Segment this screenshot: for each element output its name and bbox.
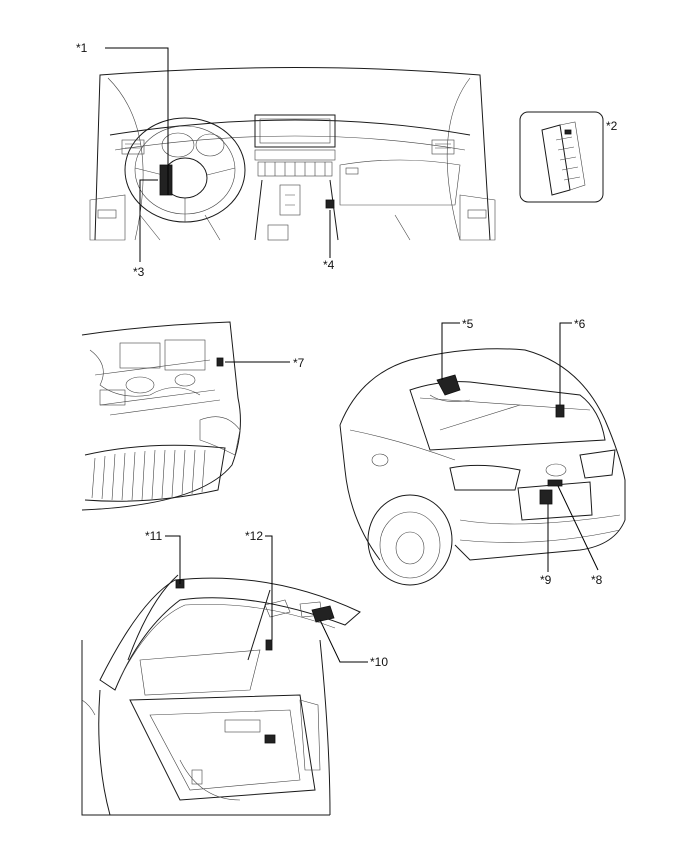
callout-5: *5 bbox=[462, 317, 474, 331]
leader-line-5 bbox=[441, 322, 460, 380]
leader-line-6 bbox=[559, 322, 572, 405]
instrument-panel-view bbox=[89, 67, 496, 241]
callout-2: *2 bbox=[606, 119, 618, 133]
callout-3: *3 bbox=[133, 265, 145, 279]
callout-8: *8 bbox=[591, 573, 603, 587]
vehicle-rear-view bbox=[339, 348, 626, 586]
callout-10: *10 bbox=[370, 655, 389, 669]
leader-line-12 bbox=[265, 535, 273, 640]
leader-line-10 bbox=[319, 619, 368, 663]
callout-12: *12 bbox=[245, 529, 264, 543]
callout-7: *7 bbox=[293, 356, 305, 370]
callout-11: *11 bbox=[145, 529, 163, 543]
engine-compartment-view bbox=[81, 321, 241, 511]
leader-line-8 bbox=[557, 485, 599, 571]
callout-1: *1 bbox=[76, 41, 88, 55]
callout-4: *4 bbox=[323, 258, 335, 272]
back-door-open-view bbox=[81, 574, 361, 816]
leader-line-3 bbox=[139, 179, 158, 262]
callout-6: *6 bbox=[574, 317, 586, 331]
leader-line-11 bbox=[165, 535, 181, 584]
callout-9: *9 bbox=[540, 573, 552, 587]
leader-line-1 bbox=[105, 47, 169, 195]
module-detail-view bbox=[519, 111, 604, 203]
